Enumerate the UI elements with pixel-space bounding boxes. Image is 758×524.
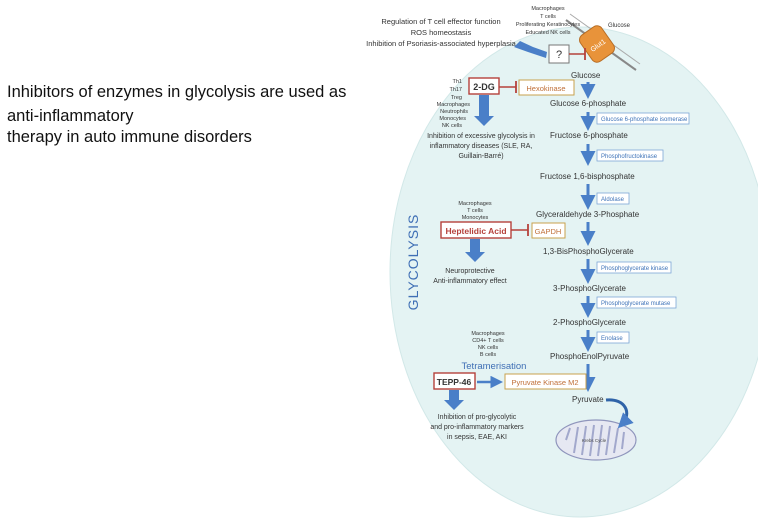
enzyme-box-enolase xyxy=(596,331,630,344)
enzyme-box-hexokinase xyxy=(518,79,575,96)
enzyme-box-aldolase xyxy=(596,192,630,205)
heptelidic-effect-line: Anti-inflammatory effect xyxy=(433,278,506,285)
two-dg-effect-line: Inhibition of excessive glycolysis in xyxy=(427,133,535,140)
regulation-line: Regulation of T cell effector function xyxy=(381,17,500,26)
metabolites: Glucose Glucose 6-phosphate Fructose 6-p… xyxy=(536,71,640,404)
enzyme-box-gapdh xyxy=(531,222,566,239)
metabolite-pyruvate: Pyruvate xyxy=(572,395,604,404)
two-dg-cell: Th17 xyxy=(449,87,462,93)
heptelidic-cell: Monocytes xyxy=(462,215,489,221)
enzyme-pgk: Phosphoglycerate kinase xyxy=(601,266,669,272)
tepp-effect: Inhibition of pro-glycolytic and pro-inf… xyxy=(430,414,524,441)
heptelidic-cell: T cells xyxy=(467,208,483,214)
metabolite-fructose-1-6-bisphosphate: Fructose 1,6-bisphosphate xyxy=(540,172,635,181)
two-dg-box xyxy=(468,77,500,95)
enzyme-hexokinase: Hexokinase xyxy=(526,84,565,93)
top-cell-type: Educated NK cells xyxy=(526,30,571,36)
enzyme-enolase: Enolase xyxy=(601,336,623,342)
metabolite-1-3-bisphosphoglycerate: 1,3-BisPhosphoGlycerate xyxy=(543,247,634,256)
enzyme-box-pfk xyxy=(596,149,664,162)
heptelidic-effect: Neuroprotective Anti-inflammatory effect xyxy=(433,268,506,285)
two-dg-cell: Th1 xyxy=(453,79,462,85)
tepp-cells: Macrophages CD4+ T cells NK cells B cell… xyxy=(471,331,505,358)
top-cell-type: Proliferating Keratinocytes xyxy=(516,22,580,28)
two-dg-cell: NK cells xyxy=(442,123,462,129)
two-dg-cell: Neutrophils xyxy=(440,109,468,115)
enzyme-box-g6pi xyxy=(596,112,690,125)
tepp-label: TEPP-46 xyxy=(437,377,472,387)
heptelidic-effect-arrow xyxy=(465,239,485,262)
enzyme-pfk: Phosphofructokinase xyxy=(601,154,658,160)
glut1-transporter: Glut1 xyxy=(579,25,615,63)
two-dg-label: 2-DG xyxy=(473,82,495,92)
pyruvate-to-krebs-arrow xyxy=(605,398,634,429)
heptelidic-cells: Macrophages T cells Monocytes xyxy=(458,201,492,221)
headline-line-2: anti-inflammatory xyxy=(7,107,134,125)
two-dg-cells: Th1 Th17 Treg Macrophages Neutrophils Mo… xyxy=(437,79,471,129)
unknown-factor-label: ? xyxy=(556,49,562,61)
two-dg-cell: Macrophages xyxy=(437,102,471,108)
metabolite-glyceraldehyde-3-phosphate: Glyceraldehyde 3-Phosphate xyxy=(536,210,640,219)
tepp-cell: Macrophages xyxy=(471,331,505,337)
tepp-cell: B cells xyxy=(480,352,496,358)
two-dg-effect: Inhibition of excessive glycolysis in in… xyxy=(427,133,535,160)
tepp-cell: CD4+ T cells xyxy=(472,338,504,344)
heptelidic-cell: Macrophages xyxy=(458,201,492,207)
regulation-effects: Regulation of T cell effector function R… xyxy=(366,17,516,48)
heptelidic-effect-line: Neuroprotective xyxy=(445,268,495,275)
enzyme-box-pgk xyxy=(596,261,672,274)
enzyme-aldolase: Aldolase xyxy=(601,197,625,203)
headline-line-3: therapy in auto immune disorders xyxy=(7,128,252,146)
enzyme-boxes: Glucose 6-phosphate isomerase Phosphofru… xyxy=(596,112,690,344)
enzyme-g6pi: Glucose 6-phosphate isomerase xyxy=(601,117,688,123)
krebs-cycle-label: Krebs Cycle xyxy=(582,438,607,443)
enzyme-gapdh: GAPDH xyxy=(535,227,562,236)
glucose-outside-label: Glucose xyxy=(608,23,631,29)
enzyme-pkm2: Pyruvate Kinase M2 xyxy=(511,378,578,387)
tepp-effect-line: Inhibition of pro-glycolytic xyxy=(438,414,517,421)
to-regulation-arrow xyxy=(514,41,547,58)
tetramerisation-label: Tetramerisation xyxy=(462,361,527,372)
tepp-cell: NK cells xyxy=(478,345,498,351)
metabolite-phosphoenolpyruvate: PhosphoEnolPyruvate xyxy=(550,352,630,361)
two-dg-effect-line: inflammatory diseases (SLE, RA, xyxy=(430,143,533,150)
mitochondrion xyxy=(555,419,637,461)
top-cell-type: T cells xyxy=(540,14,556,20)
regulation-line: ROS homeostasis xyxy=(411,28,472,37)
metabolite-glucose: Glucose xyxy=(571,71,601,80)
two-dg-cell: Treg xyxy=(451,95,462,101)
tepp-effect-line: in sepsis, EAE, AKI xyxy=(447,434,507,441)
top-cell-types: Macrophages T cells Proliferating Kerati… xyxy=(516,6,580,36)
metabolite-fructose-6-phosphate: Fructose 6-phosphate xyxy=(550,131,628,140)
enzyme-box-pkm2 xyxy=(504,373,587,390)
tepp-box xyxy=(433,372,476,390)
tepp-effect-line: and pro-inflammatory markers xyxy=(430,424,524,431)
headline-line-1: Inhibitors of enzymes in glycolysis are … xyxy=(7,83,347,101)
metabolite-3-phosphoglycerate: 3-PhosphoGlycerate xyxy=(553,284,626,293)
two-dg-effect-line: Guillain-Barré) xyxy=(458,153,503,160)
metabolite-2-phosphoglycerate: 2-PhosphoGlycerate xyxy=(553,318,626,327)
metabolite-glucose-6-phosphate: Glucose 6-phosphate xyxy=(550,99,627,108)
heptelidic-label: Heptelidic Acid xyxy=(445,226,506,236)
enzyme-box-pgm xyxy=(596,296,677,309)
tepp-effect-arrow xyxy=(444,390,464,410)
top-cell-type: Macrophages xyxy=(531,6,565,12)
cell-oval xyxy=(389,26,758,518)
two-dg-effect-arrow xyxy=(474,95,494,126)
glycolysis-vertical-title: GLYCOLYSIS xyxy=(405,214,421,311)
enzyme-pgm: Phosphoglycerate mutase xyxy=(601,301,671,307)
two-dg-cell: Monocytes xyxy=(439,116,466,122)
regulation-line: Inhibition of Psoriasis-associated hyper… xyxy=(366,39,516,48)
